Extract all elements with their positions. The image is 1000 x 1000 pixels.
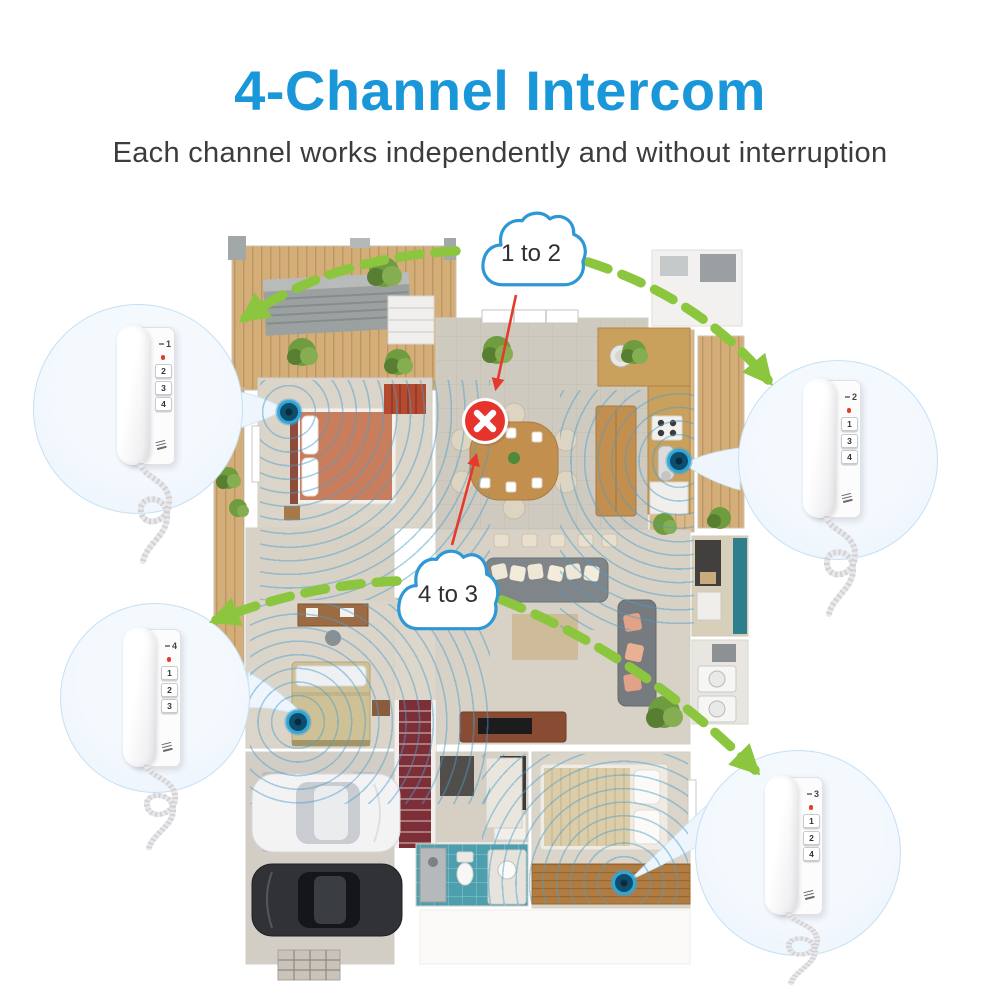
led-indicator bbox=[160, 355, 165, 360]
speaker-icon bbox=[803, 888, 815, 901]
deck-beam bbox=[444, 238, 456, 260]
vanity bbox=[487, 849, 527, 905]
black-car bbox=[251, 863, 403, 937]
intercom-unit-1: 1 2 3 4 bbox=[33, 304, 243, 564]
speaker-icon bbox=[161, 740, 173, 753]
deck-beam bbox=[228, 236, 246, 260]
call-button: 2 bbox=[803, 830, 820, 845]
room-laundry bbox=[691, 639, 749, 725]
handset-icon: 3 1 2 4 bbox=[765, 775, 823, 986]
handset-icon: 2 1 3 4 bbox=[803, 378, 861, 617]
page-subtitle: Each channel works independently and wit… bbox=[112, 137, 888, 169]
channel-label: 4 bbox=[164, 641, 177, 651]
intercom-unit-2: 2 1 3 4 bbox=[738, 360, 938, 617]
call-button: 4 bbox=[841, 450, 858, 464]
shower bbox=[419, 847, 447, 903]
channel-label: 2 bbox=[844, 392, 857, 402]
patio bbox=[419, 909, 691, 965]
bed bbox=[291, 661, 371, 747]
dresser bbox=[384, 384, 426, 414]
channel-buttons: 1 2 3 bbox=[161, 666, 178, 713]
double-bed bbox=[539, 763, 669, 851]
signal-waves-4 bbox=[482, 754, 688, 904]
entry-steps bbox=[387, 295, 435, 345]
window bbox=[251, 425, 261, 483]
bed bbox=[289, 407, 397, 505]
cord-icon bbox=[138, 461, 173, 564]
channel-label: 3 bbox=[806, 789, 819, 799]
call-button: 2 bbox=[155, 364, 172, 378]
room-bathroom bbox=[415, 843, 529, 907]
cord-icon bbox=[824, 514, 859, 617]
handset-icon: 1 2 3 4 bbox=[117, 325, 175, 564]
side-table bbox=[372, 700, 390, 716]
speaker-icon bbox=[155, 438, 167, 451]
cord-icon bbox=[786, 911, 820, 986]
handset-receiver bbox=[803, 378, 836, 518]
handset-icon: 4 1 2 3 bbox=[123, 627, 181, 851]
call-button: 1 bbox=[803, 814, 820, 828]
staircase bbox=[399, 700, 431, 848]
toilet bbox=[456, 851, 474, 886]
call-button: 3 bbox=[155, 380, 172, 395]
led-indicator bbox=[808, 805, 813, 810]
bar-stools bbox=[493, 533, 618, 548]
white-car bbox=[251, 772, 401, 853]
channel-buttons: 1 3 4 bbox=[841, 417, 858, 464]
door-mat bbox=[277, 949, 341, 981]
intercom-unit-4: 4 1 2 3 bbox=[60, 603, 250, 851]
window bbox=[481, 309, 579, 324]
handset-receiver bbox=[117, 325, 150, 465]
speaker-icon bbox=[841, 491, 853, 504]
room-garage bbox=[245, 751, 403, 981]
signal-waves-1 bbox=[260, 380, 490, 600]
channel-buttons: 1 2 4 bbox=[803, 814, 820, 861]
led-indicator bbox=[846, 408, 851, 413]
call-button: 1 bbox=[161, 666, 178, 680]
header: 4-Channel Intercom Each channel works in… bbox=[0, 58, 1000, 170]
nightstand bbox=[284, 506, 300, 520]
page-title: 4-Channel Intercom bbox=[234, 59, 766, 122]
roof-panel bbox=[651, 249, 743, 327]
handset-receiver bbox=[765, 775, 798, 915]
call-button: 4 bbox=[803, 847, 820, 861]
channel-label: 1 bbox=[158, 339, 171, 349]
call-button: 3 bbox=[841, 433, 858, 448]
desk-chair bbox=[325, 630, 341, 646]
signal-waves-3 bbox=[250, 604, 490, 804]
call-button: 4 bbox=[155, 397, 172, 411]
call-button: 3 bbox=[161, 699, 178, 713]
cord-icon bbox=[144, 763, 179, 851]
intercom-unit-3: 3 1 2 4 bbox=[695, 750, 901, 986]
room-bedroom-2 bbox=[485, 751, 697, 909]
channel-buttons: 2 3 4 bbox=[155, 364, 172, 411]
handset-receiver bbox=[123, 627, 156, 767]
call-button: 2 bbox=[161, 682, 178, 697]
signal-waves-2 bbox=[560, 390, 694, 630]
wood-floor-strip bbox=[531, 863, 691, 905]
deck-beam bbox=[350, 238, 370, 248]
call-button: 1 bbox=[841, 417, 858, 431]
led-indicator bbox=[166, 657, 171, 662]
